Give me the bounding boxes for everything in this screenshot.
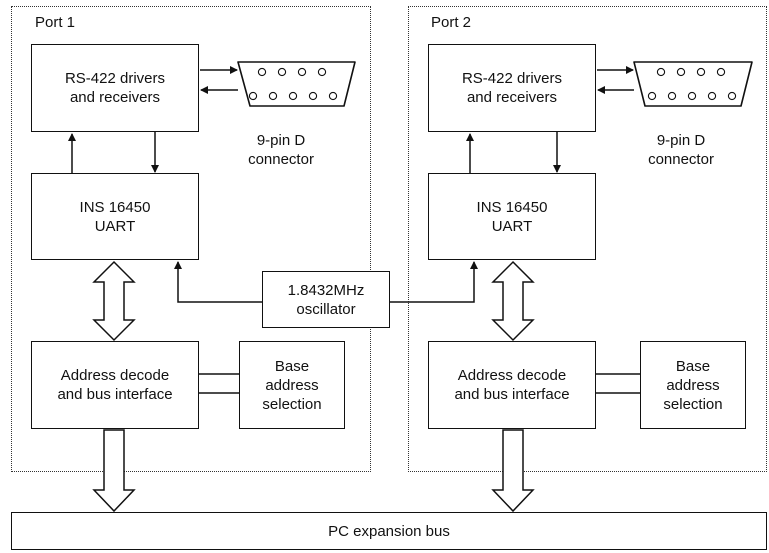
port-2-rs422-line-1: RS-422 drivers xyxy=(461,70,563,87)
port-2-rs422-line-2: and receivers xyxy=(466,89,558,106)
port-2-base-address-box: Base address selection xyxy=(640,341,746,429)
port-2-base-line-2: address xyxy=(666,376,720,394)
port-1-connector-icon xyxy=(237,61,356,107)
port-2-data-bus-arrow xyxy=(491,260,535,342)
port-1-connector-label: 9-pin D connector xyxy=(226,131,336,169)
port-1-base-address-box: Base address selection xyxy=(239,341,345,429)
oscillator-line-2: oscillator xyxy=(296,300,356,318)
port-1-connector-line-1: 9-pin D xyxy=(256,132,306,149)
pc-expansion-bus-label: PC expansion bus xyxy=(328,522,450,540)
port-2-decoder-box: Address decode and bus interface xyxy=(428,341,596,429)
port-1-rs422-line-2: and receivers xyxy=(69,89,161,106)
port-2-connector-arrows xyxy=(597,66,634,94)
port-2-uart-line-2: UART xyxy=(491,217,533,235)
pc-expansion-bus: PC expansion bus xyxy=(11,512,767,550)
port-2-decoder-line-2: and bus interface xyxy=(454,386,570,403)
port-2-connector-line-1: 9-pin D xyxy=(656,132,706,149)
port-2-title: Port 2 xyxy=(431,14,472,31)
port-2-decoder-line-1: Address decode xyxy=(457,367,567,384)
port-2-connector-icon xyxy=(633,61,753,107)
port-1-uart-box: INS 16450 UART xyxy=(31,173,199,260)
port-2-uart-line-1: INS 16450 xyxy=(476,198,548,216)
port-1-base-line-2: address xyxy=(265,376,319,394)
port-1-connector-arrows xyxy=(200,66,238,94)
port-2-base-line-1: Base xyxy=(675,357,711,375)
port-1-base-line-3: selection xyxy=(262,395,322,413)
port-2-uart-rs422-arrows xyxy=(466,132,561,173)
port-2-uart-box: INS 16450 UART xyxy=(428,173,596,260)
port-2-rs422-box: RS-422 drivers and receivers xyxy=(428,44,596,132)
port-1-rs422-box: RS-422 drivers and receivers xyxy=(31,44,199,132)
port-1-base-line-1: Base xyxy=(274,357,310,375)
oscillator-box: 1.8432MHz oscillator xyxy=(262,271,390,328)
oscillator-line-1: 1.8432MHz xyxy=(287,281,365,299)
port-1-uart-line-1: INS 16450 xyxy=(79,198,151,216)
port-1-connector-line-2: connector xyxy=(248,151,314,168)
base-address-links xyxy=(199,373,640,394)
port-1-decoder-box: Address decode and bus interface xyxy=(31,341,199,429)
oscillator-clock-arrows xyxy=(174,261,478,303)
port-2-bus-down-arrow xyxy=(491,429,535,513)
port-1-data-bus-arrow xyxy=(92,260,136,342)
port-1-decoder-line-1: Address decode xyxy=(60,367,170,384)
port-1-rs422-line-1: RS-422 drivers xyxy=(64,70,166,87)
port-2-connector-line-2: connector xyxy=(648,151,714,168)
port-1-frame xyxy=(11,6,371,472)
port-1-uart-rs422-arrows xyxy=(68,132,159,173)
port-2-connector-label: 9-pin D connector xyxy=(626,131,736,169)
port-1-title: Port 1 xyxy=(35,14,76,31)
port-2-base-line-3: selection xyxy=(663,395,723,413)
port-1-decoder-line-2: and bus interface xyxy=(57,386,173,403)
port-1-bus-down-arrow xyxy=(92,429,136,513)
port-1-uart-line-2: UART xyxy=(94,217,136,235)
port-2-frame xyxy=(408,6,767,472)
